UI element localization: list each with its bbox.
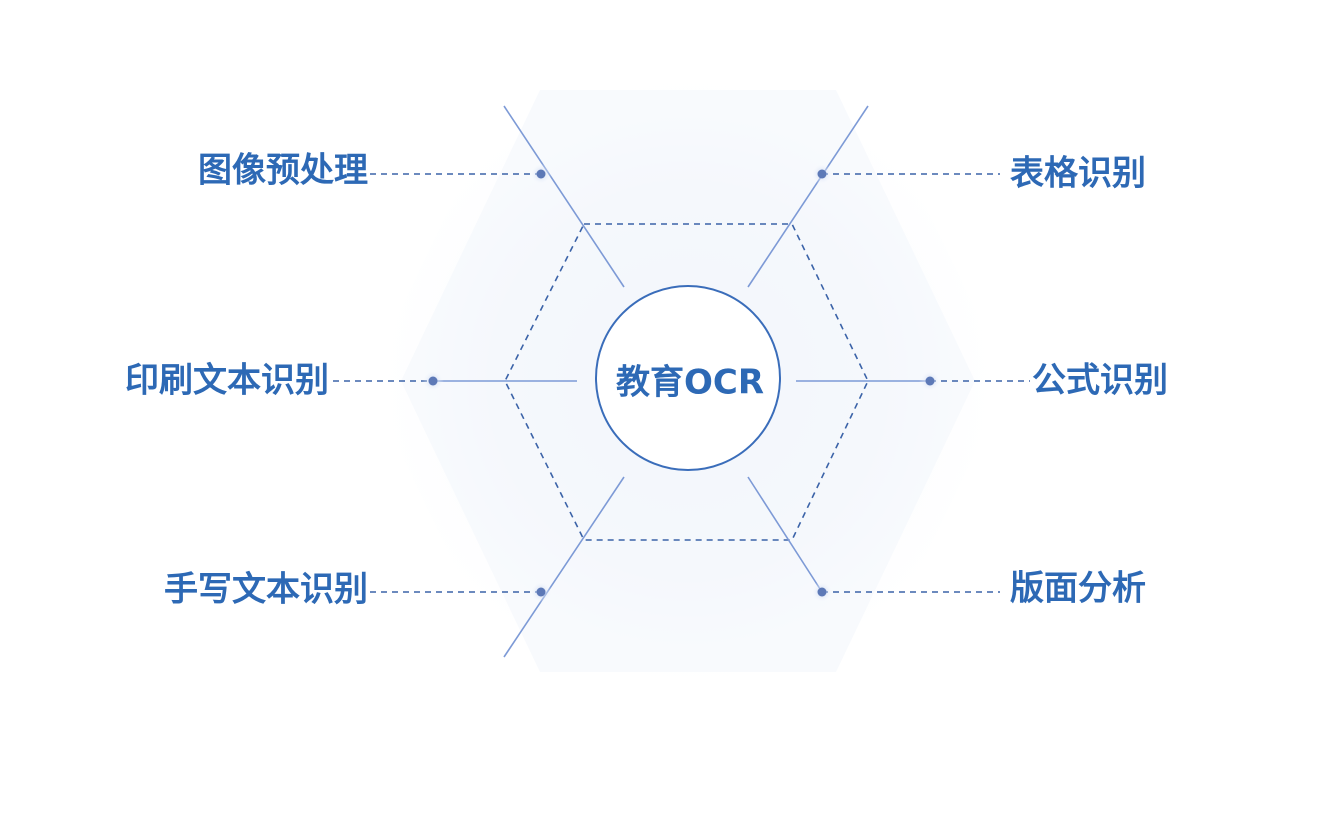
spoke-top-left xyxy=(503,105,625,288)
dot-handwritten-text xyxy=(536,587,546,597)
label-printed-text-recognition: 印刷文本识别 xyxy=(125,361,329,401)
dot-table xyxy=(817,169,827,179)
spoke-bottom-right xyxy=(747,476,823,593)
dot-formula xyxy=(925,376,935,386)
junction-dots xyxy=(422,163,941,603)
dot-layout xyxy=(817,587,827,597)
dot-image-preprocessing xyxy=(536,169,546,179)
center-label: 教育OCR xyxy=(616,363,764,403)
spoke-bottom-left xyxy=(503,476,625,658)
label-handwritten-text-recognition: 手写文本识别 xyxy=(164,570,368,610)
spokes xyxy=(434,105,930,658)
spoke-top-right xyxy=(747,105,869,288)
label-image-preprocessing: 图像预处理 xyxy=(198,151,368,191)
dot-printed-text xyxy=(428,376,438,386)
label-table-recognition: 表格识别 xyxy=(1010,154,1146,194)
center-circle xyxy=(595,285,781,471)
leader-lines xyxy=(333,173,1030,593)
label-layout-analysis: 版面分析 xyxy=(1010,569,1146,609)
label-formula-recognition: 公式识别 xyxy=(1032,361,1168,401)
